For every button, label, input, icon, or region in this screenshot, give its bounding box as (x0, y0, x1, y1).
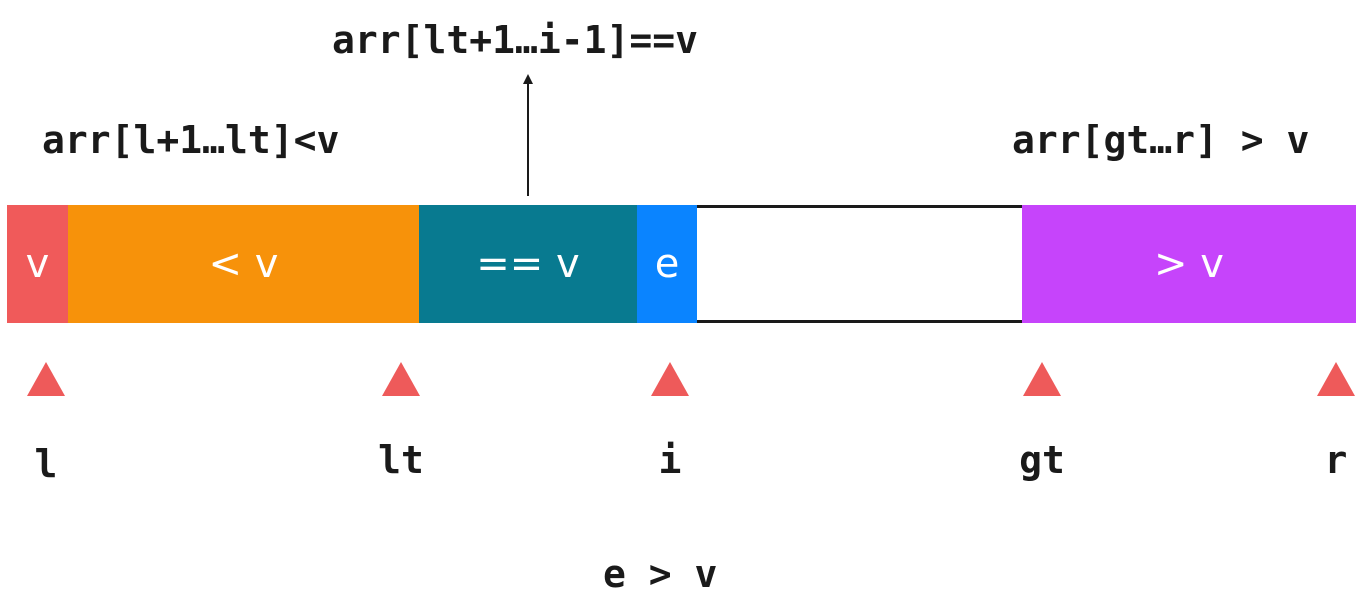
pointer-i-label: i (658, 438, 682, 482)
less-than-segment: < v (68, 205, 419, 323)
lt-marker-icon (382, 362, 420, 396)
current-element-label: e (654, 241, 680, 287)
i-marker-icon (651, 362, 689, 396)
pointer-gt-label: gt (1019, 438, 1065, 482)
middle-range-label: arr[lt+1…i-1]==v (332, 18, 699, 62)
less-than-segment-label: < v (208, 241, 279, 287)
equal-segment-label: == v (476, 241, 580, 287)
right-range-label: arr[gt…r] > v (1012, 118, 1310, 162)
r-marker-icon (1317, 362, 1355, 396)
left-range-label: arr[l+1…lt]<v (42, 118, 340, 162)
pivot-segment: v (7, 205, 68, 323)
unprocessed-segment (697, 205, 1022, 323)
pivot-segment-label: v (25, 241, 50, 287)
greater-than-segment-label: > v (1154, 241, 1224, 287)
equal-segment: == v (419, 205, 637, 323)
l-marker-icon (27, 362, 65, 396)
gt-marker-icon (1023, 362, 1061, 396)
pointer-l-label: l (34, 442, 58, 486)
arrow-up-icon (523, 74, 533, 196)
greater-than-segment: > v (1022, 205, 1356, 323)
pointer-lt-label: lt (378, 438, 424, 482)
pointer-r-label: r (1324, 438, 1348, 482)
current-element-segment: e (637, 205, 697, 323)
condition-label: e > v (603, 552, 718, 596)
